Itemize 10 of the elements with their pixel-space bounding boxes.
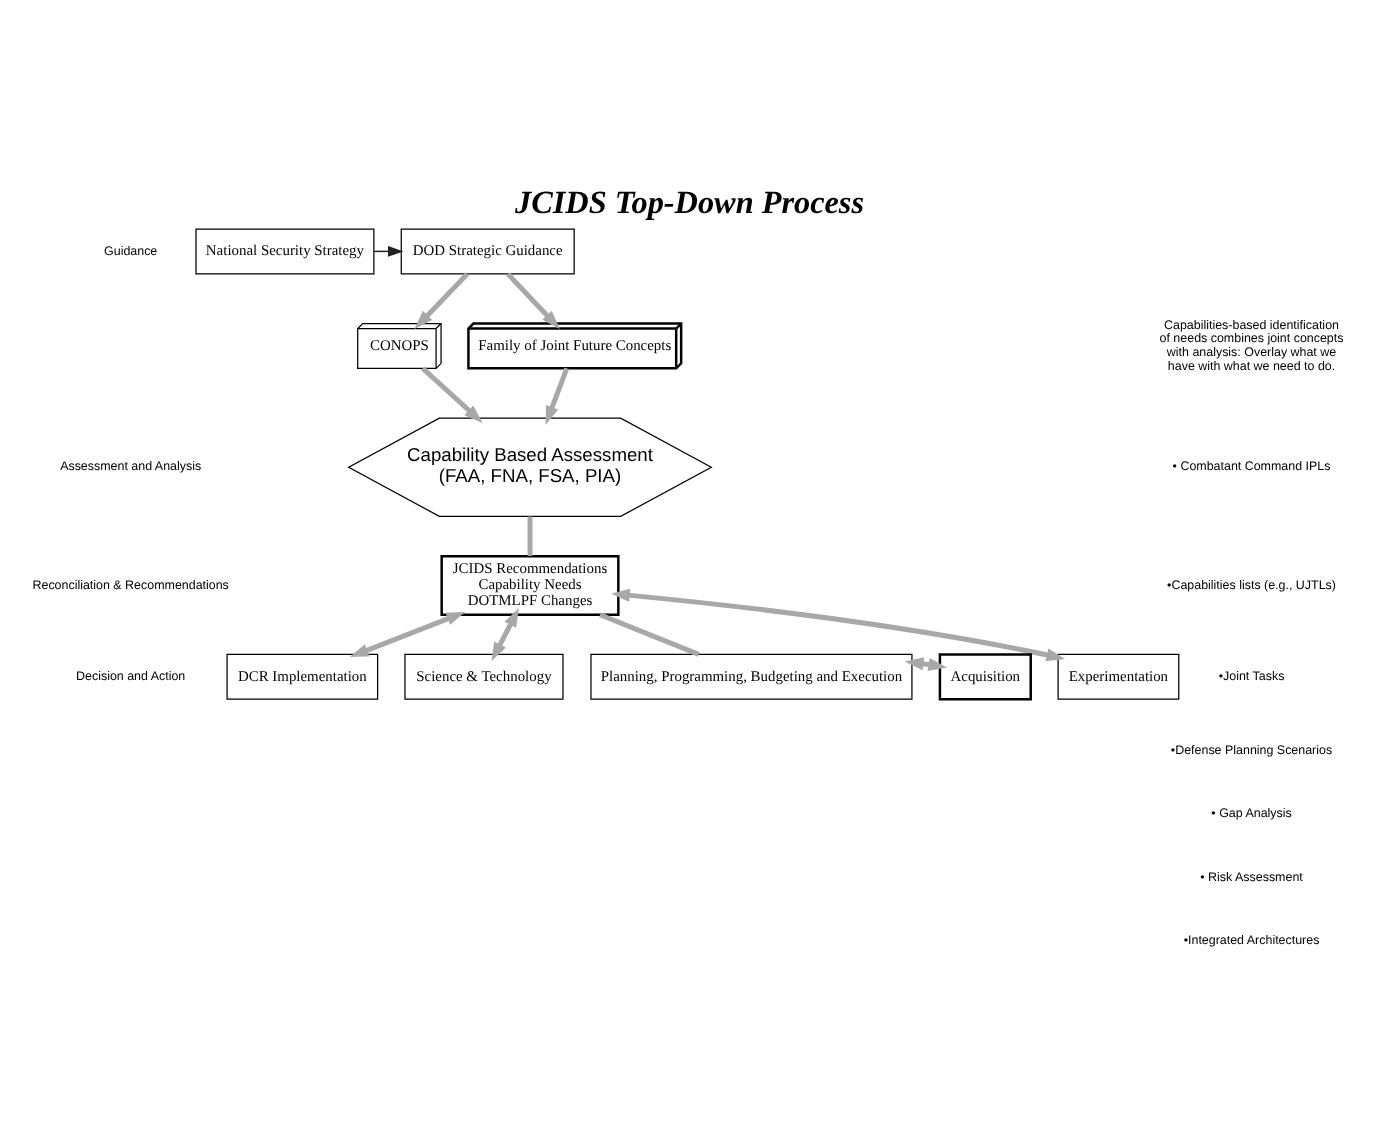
arrow (506, 272, 560, 329)
arrow (611, 588, 1066, 662)
arrow (491, 608, 519, 662)
diagram-title: JCIDS Top-Down Process (515, 186, 864, 221)
arrow (421, 366, 483, 423)
connector (527, 516, 533, 556)
connector (599, 612, 700, 657)
arrow (414, 272, 470, 329)
arrow (545, 367, 570, 425)
arrow (349, 611, 466, 658)
